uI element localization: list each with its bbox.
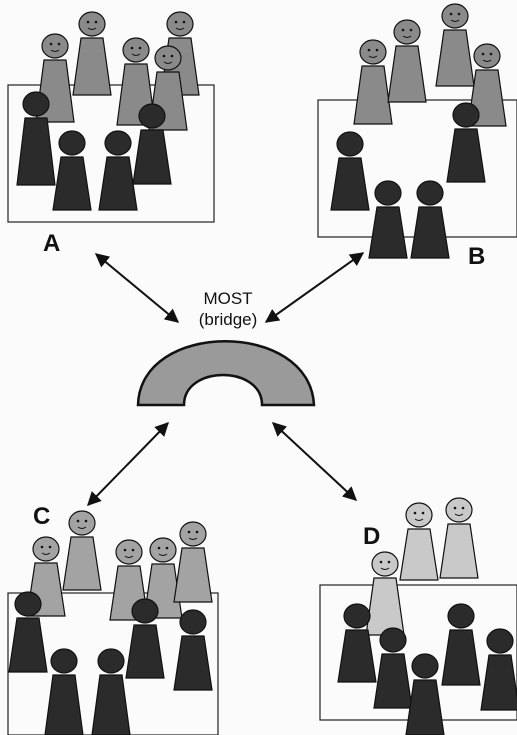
person-figure-d-front-1 (337, 603, 377, 683)
bridge-label: MOST (bridge) (190, 288, 266, 330)
person-figure-c-back-5 (173, 521, 213, 603)
arrow-b-bridge (264, 252, 365, 323)
person-figure-d-front-5 (480, 628, 517, 711)
person-figure-b-front-4 (446, 102, 486, 183)
person-figure-d-front-2 (373, 627, 413, 709)
group-d-label: D (363, 523, 381, 550)
person-figure-b-back-1 (353, 39, 393, 125)
person-figure-d-back-3 (439, 497, 479, 579)
person-figure-b-front-2 (368, 180, 408, 259)
arrow-a-bridge (94, 253, 180, 323)
arrow-c-bridge (87, 421, 169, 507)
figures-layer (8, 3, 517, 735)
person-figure-d-back-1 (365, 551, 405, 636)
person-figure-c-front-5 (173, 609, 213, 691)
person-figure-b-front-1 (330, 131, 370, 211)
group-c-box (7, 592, 219, 735)
person-figure-a-front-2 (52, 130, 92, 211)
person-figure-a-back-2 (72, 11, 112, 96)
person-figure-d-back-2 (399, 502, 439, 581)
person-figure-c-front-2 (44, 648, 84, 735)
arrow-d-bridge (271, 422, 358, 501)
person-figure-c-front-3 (91, 648, 131, 735)
person-figure-c-front-4 (125, 598, 165, 679)
group-b-label: B (468, 243, 486, 270)
person-figure-b-front-3 (410, 180, 450, 259)
person-figure-a-front-4 (132, 103, 172, 185)
group-c-label: C (33, 503, 51, 530)
person-figure-a-front-1 (16, 91, 56, 186)
person-figure-b-back-3 (435, 3, 475, 87)
person-figure-b-back-2 (387, 19, 427, 103)
bridge-arch (136, 340, 316, 407)
person-figure-a-front-3 (98, 130, 138, 211)
group-a-box (7, 84, 215, 223)
person-figure-d-front-3 (405, 653, 445, 735)
person-figure-d-front-4 (441, 603, 481, 686)
group-a-label: A (43, 230, 61, 257)
person-figure-c-back-2 (62, 510, 102, 591)
bridge-label-line1: MOST (203, 289, 253, 308)
person-figure-c-front-1 (8, 591, 48, 673)
bridge-label-line2: (bridge) (198, 310, 258, 329)
